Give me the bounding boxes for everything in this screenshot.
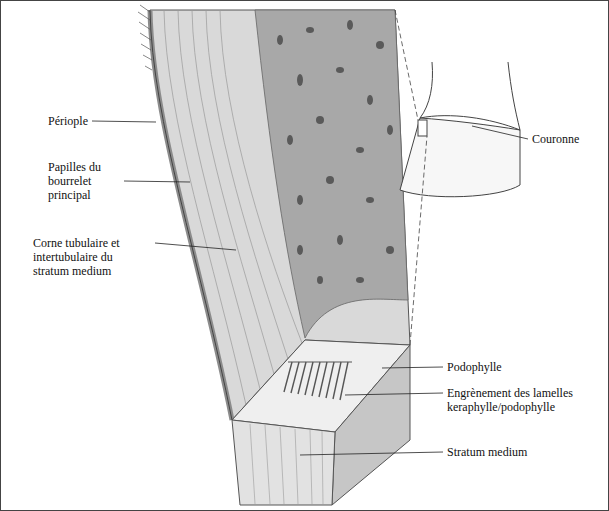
part-label: Stratum medium bbox=[447, 445, 527, 459]
part-label: Papilles du bourrelet principal bbox=[48, 160, 120, 202]
part-label: Couronne bbox=[532, 132, 579, 146]
hoof-block bbox=[138, 5, 410, 505]
leader-line bbox=[382, 367, 443, 368]
leader-line bbox=[472, 126, 528, 139]
hoof-inset bbox=[400, 62, 520, 197]
leader-line bbox=[155, 243, 236, 250]
part-label: Périople bbox=[48, 114, 88, 128]
leader-line bbox=[300, 452, 443, 455]
zoom-lines bbox=[395, 10, 427, 345]
part-label: Podophylle bbox=[447, 360, 502, 374]
part-label: Engrènement des lamelles keraphylle/podo… bbox=[447, 386, 597, 414]
leader-line bbox=[124, 181, 190, 182]
leader-line bbox=[92, 121, 156, 122]
leader-line bbox=[345, 393, 443, 395]
part-label: Corne tubulaire et intertubulaire du str… bbox=[33, 236, 151, 278]
